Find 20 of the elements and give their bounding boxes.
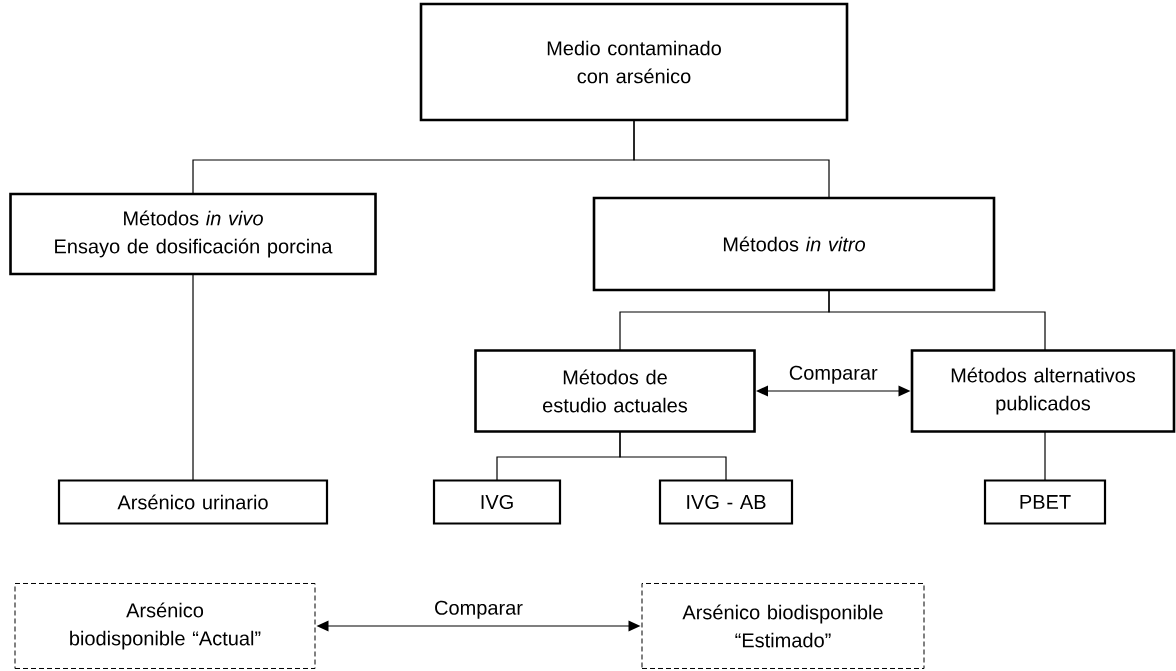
result-box: PBET — [983, 479, 1107, 525]
tree-connector — [633, 119, 830, 199]
method-box: Medio contaminado con arsénico — [419, 2, 849, 122]
result-box: IVG - AB — [658, 479, 794, 525]
outcome-box: Arsénico biodisponible “Estimado” — [641, 583, 925, 669]
method-box: Métodos in vivo Ensayo de dosificación porcina — [9, 192, 377, 276]
method-box: Métodos alternativos publicados — [910, 349, 1176, 433]
tree-connector — [192, 273, 194, 482]
result-box: IVG — [432, 479, 562, 525]
edge-label: Comparar — [433, 599, 524, 620]
tree-connector — [828, 289, 1046, 352]
tree-connector — [619, 430, 727, 482]
double-arrow — [316, 620, 641, 632]
edge-label: Comparar — [787, 364, 879, 385]
result-box: Arsénico urinario — [57, 479, 329, 525]
outcome-box: Arsénico biodisponible “Actual” — [14, 583, 316, 669]
method-box: Métodos in vitro — [592, 196, 996, 292]
tree-connector — [1044, 430, 1046, 482]
method-box: Métodos de estudio actuales — [474, 349, 756, 433]
double-arrow — [756, 385, 911, 397]
